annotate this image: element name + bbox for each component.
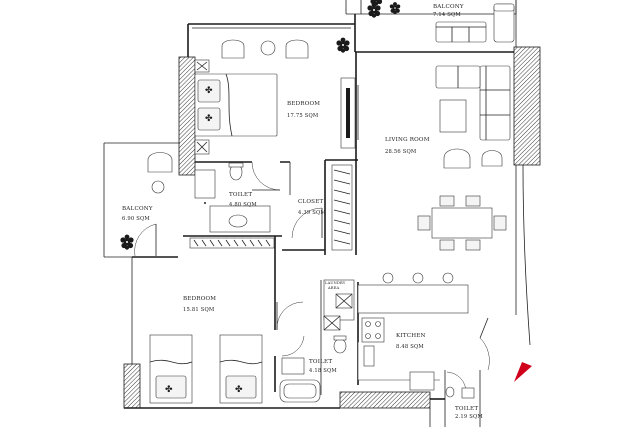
coffee-table: [439, 99, 467, 133]
lounge-chair: [443, 148, 503, 169]
plant-icon: [336, 37, 350, 53]
living-room-label: LIVING ROOM: [385, 137, 430, 143]
plant-icon: [369, 0, 383, 6]
bedroom-master-area: 17.75 SQM: [287, 113, 319, 119]
toilet-icon: [333, 335, 347, 354]
exterior-walls: [103, 14, 541, 427]
sofa-icon: [435, 65, 511, 141]
plant-icon: [367, 2, 381, 18]
toilet-master-area: 4.80 SQM: [229, 202, 257, 208]
laundry-label-line2: AREA: [327, 286, 340, 290]
vanity: [209, 205, 271, 233]
toilet-second-area: 4.18 SQM: [309, 368, 337, 374]
balcony-top-label: BALCONY: [433, 4, 464, 10]
toilet-icon: [228, 162, 244, 181]
wardrobe: [189, 237, 275, 249]
stove-icon: [361, 317, 385, 343]
balcony-top-area: 7.14 SQM: [433, 12, 461, 18]
balcony-top-area: [345, 0, 517, 47]
fridge: [409, 371, 435, 391]
bedroom-second-area: 15.81 SQM: [183, 307, 215, 313]
bedroom-master-label: BEDROOM: [287, 101, 320, 107]
closet-area: 4.39 SQM: [298, 210, 326, 216]
north-arrow-icon: [514, 362, 532, 382]
svg-text:✤: ✤: [235, 385, 243, 395]
armchair: [221, 39, 309, 59]
bed-icon: ✤ ✤: [194, 73, 278, 137]
laundry-area: [323, 279, 355, 331]
balcony-left-label: BALCONY: [122, 206, 153, 212]
kitchen-island: [357, 272, 469, 314]
balcony-chairs: [147, 152, 173, 194]
kitchen-area: 8.48 SQM: [396, 344, 424, 350]
toilet-icon: [445, 386, 455, 398]
living-room-area: 28.56 SQM: [385, 149, 417, 155]
toilet-second-label: TOILET: [309, 359, 332, 365]
bedroom-second-label: BEDROOM: [183, 296, 216, 302]
bed-icon: ✤: [149, 334, 193, 404]
shower: [194, 169, 216, 199]
svg-text:✤: ✤: [205, 86, 213, 96]
kitchen-label: KITCHEN: [396, 333, 426, 339]
vanity: [281, 357, 305, 375]
laundry-label: LAUNDRY: [325, 281, 346, 285]
svg-text:✤: ✤: [205, 114, 213, 124]
bed-icon: ✤: [219, 334, 263, 404]
svg-text:✤: ✤: [165, 385, 173, 395]
plant-icon: [120, 234, 134, 250]
tv-unit: [340, 77, 359, 149]
doors: [134, 161, 490, 393]
closet-label: CLOSET: [298, 199, 323, 205]
closet-rail: [331, 164, 353, 251]
toilet-master-label: TOILET: [229, 192, 252, 198]
toilet-guest-area: 2.19 SQM: [455, 414, 483, 420]
sink: [363, 345, 375, 367]
toilet-guest-label: TOILET: [455, 406, 478, 412]
dining-table-icon: [417, 195, 507, 251]
plant-icon: [389, 2, 401, 15]
bathtub-icon: [279, 379, 321, 403]
balcony-left-area: 6.90 SQM: [122, 216, 150, 222]
vanity: [461, 387, 475, 399]
